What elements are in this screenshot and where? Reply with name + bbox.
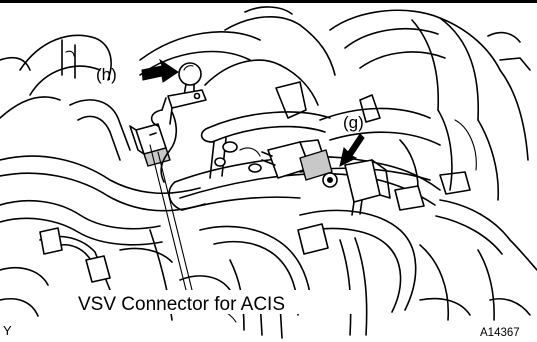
figure-code-backdrop <box>478 322 537 340</box>
intake-manifold-outline <box>0 6 531 201</box>
leader-line-2 <box>157 151 193 291</box>
arrow-g <box>339 133 365 167</box>
callout-g: (g) <box>343 113 364 132</box>
callout-h: (h) <box>96 65 117 84</box>
arrow-h <box>141 58 179 83</box>
vacuum-hose <box>150 109 178 183</box>
lower-right-harness <box>297 139 537 336</box>
caption-vsv-connector: VSV Connector for ACIS <box>78 294 285 315</box>
leader-line-1 <box>149 144 187 291</box>
caption-backdrop <box>74 290 364 314</box>
corner-mark: Y <box>3 323 12 338</box>
vsv-bracket <box>161 62 207 125</box>
vsv-component <box>261 139 391 216</box>
lower-block <box>0 266 531 339</box>
vsv-connector <box>129 123 171 167</box>
figure-code: A14367 <box>480 327 520 339</box>
